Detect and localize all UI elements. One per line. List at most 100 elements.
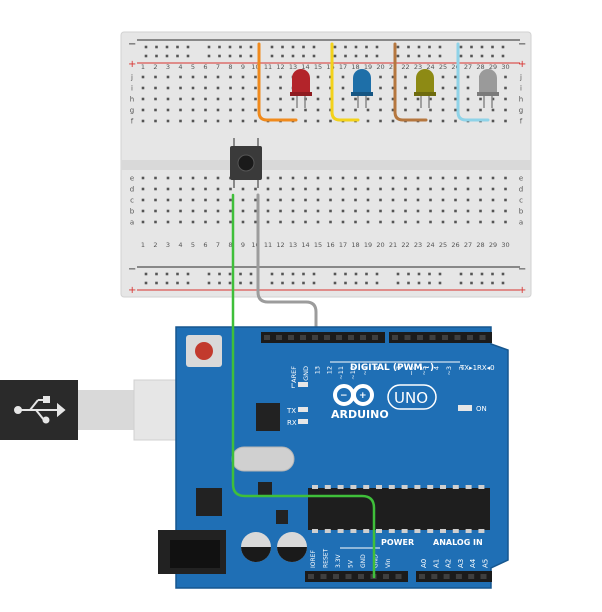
rail-hole[interactable] (491, 272, 494, 276)
terminal-hole[interactable] (454, 108, 457, 112)
header-hole[interactable] (429, 335, 436, 340)
terminal-hole[interactable] (366, 198, 370, 202)
terminal-hole[interactable] (204, 176, 207, 180)
terminal-hole[interactable] (341, 187, 345, 191)
terminal-hole[interactable] (329, 119, 332, 123)
rail-hole[interactable] (344, 54, 347, 58)
terminal-hole[interactable] (429, 198, 432, 202)
terminal-hole[interactable] (441, 220, 445, 224)
terminal-hole[interactable] (391, 198, 395, 202)
rail-hole[interactable] (365, 272, 368, 276)
rail-hole[interactable] (218, 54, 221, 58)
rail-hole[interactable] (218, 281, 221, 285)
header-hole[interactable] (348, 335, 354, 340)
terminal-hole[interactable] (254, 209, 257, 213)
terminal-hole[interactable] (429, 176, 432, 180)
terminal-hole[interactable] (154, 75, 157, 79)
terminal-hole[interactable] (329, 209, 332, 213)
terminal-hole[interactable] (279, 97, 282, 101)
terminal-hole[interactable] (404, 209, 407, 213)
terminal-hole[interactable] (191, 86, 195, 90)
rail-hole[interactable] (491, 54, 494, 58)
rail-hole[interactable] (207, 54, 211, 58)
terminal-hole[interactable] (479, 209, 482, 213)
terminal-hole[interactable] (204, 108, 207, 112)
digital-header-right[interactable] (389, 332, 492, 343)
terminal-hole[interactable] (391, 176, 395, 180)
terminal-hole[interactable] (316, 86, 320, 90)
terminal-hole[interactable] (141, 108, 145, 112)
power-header[interactable] (305, 571, 408, 582)
rail-hole[interactable] (375, 45, 379, 49)
rail-hole[interactable] (207, 45, 211, 49)
gray-wire[interactable] (256, 193, 318, 347)
header-hole[interactable] (417, 335, 423, 340)
rail-hole[interactable] (344, 281, 347, 285)
terminal-hole[interactable] (154, 187, 157, 191)
terminal-hole[interactable] (404, 220, 407, 224)
terminal-hole[interactable] (366, 119, 370, 123)
terminal-hole[interactable] (179, 209, 182, 213)
rail-hole[interactable] (312, 45, 316, 49)
rail-hole[interactable] (186, 54, 190, 58)
header-hole[interactable] (320, 574, 327, 579)
rail-hole[interactable] (302, 281, 305, 285)
leds[interactable] (290, 69, 499, 108)
rail-hole[interactable] (239, 54, 242, 58)
terminal-hole[interactable] (154, 209, 157, 213)
terminal-hole[interactable] (479, 220, 482, 224)
terminal-hole[interactable] (479, 176, 482, 180)
terminal-hole[interactable] (279, 86, 282, 90)
terminal-hole[interactable] (141, 86, 145, 90)
terminal-hole[interactable] (166, 108, 170, 112)
terminal-hole[interactable] (404, 198, 407, 202)
terminal-hole[interactable] (316, 108, 320, 112)
rail-hole[interactable] (228, 272, 232, 276)
header-hole[interactable] (288, 335, 294, 340)
terminal-hole[interactable] (166, 119, 170, 123)
terminal-hole[interactable] (504, 97, 507, 101)
rail-hole[interactable] (186, 272, 190, 276)
rail-hole[interactable] (428, 45, 431, 49)
terminal-hole[interactable] (454, 198, 457, 202)
terminal-hole[interactable] (341, 97, 345, 101)
terminal-hole[interactable] (479, 97, 482, 101)
terminal-hole[interactable] (379, 209, 382, 213)
terminal-hole[interactable] (316, 97, 320, 101)
terminal-hole[interactable] (141, 209, 145, 213)
terminal-hole[interactable] (316, 187, 320, 191)
terminal-hole[interactable] (504, 209, 507, 213)
terminal-hole[interactable] (341, 108, 345, 112)
terminal-hole[interactable] (304, 198, 307, 202)
terminal-hole[interactable] (216, 176, 220, 180)
terminal-hole[interactable] (154, 86, 157, 90)
rail-hole[interactable] (176, 272, 179, 276)
terminal-hole[interactable] (229, 198, 232, 202)
terminal-hole[interactable] (216, 75, 220, 79)
rail-hole[interactable] (375, 54, 379, 58)
terminal-hole[interactable] (229, 119, 232, 123)
rail-hole[interactable] (270, 281, 274, 285)
rail-hole[interactable] (470, 45, 473, 49)
terminal-hole[interactable] (291, 220, 295, 224)
terminal-hole[interactable] (279, 209, 282, 213)
terminal-hole[interactable] (379, 97, 382, 101)
terminal-hole[interactable] (304, 119, 307, 123)
terminal-hole[interactable] (429, 220, 432, 224)
rail-hole[interactable] (417, 272, 421, 276)
terminal-hole[interactable] (304, 176, 307, 180)
rail-hole[interactable] (312, 281, 316, 285)
terminal-hole[interactable] (341, 75, 345, 79)
terminal-hole[interactable] (391, 97, 395, 101)
terminal-hole[interactable] (229, 209, 232, 213)
header-hole[interactable] (264, 335, 270, 340)
terminal-hole[interactable] (466, 187, 470, 191)
terminal-hole[interactable] (441, 209, 445, 213)
rail-hole[interactable] (344, 45, 347, 49)
rail-hole[interactable] (333, 45, 337, 49)
terminal-hole[interactable] (479, 187, 482, 191)
terminal-hole[interactable] (429, 187, 432, 191)
terminal-hole[interactable] (204, 97, 207, 101)
